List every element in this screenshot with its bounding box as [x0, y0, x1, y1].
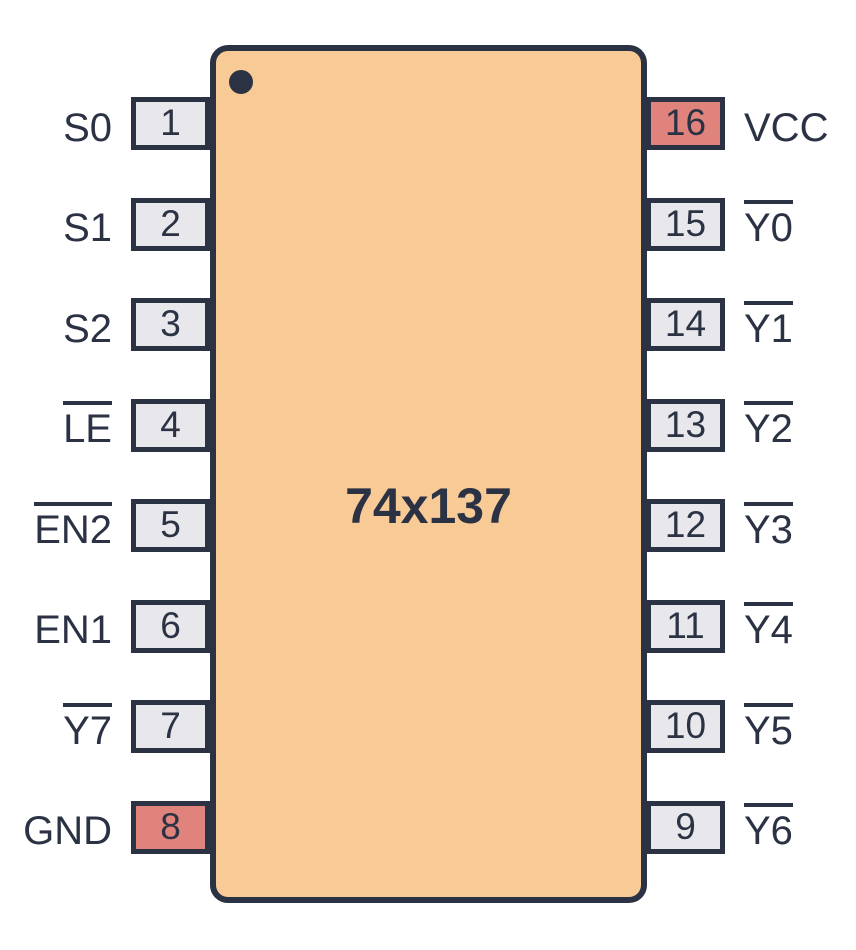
pin-label-en1: EN1	[34, 608, 112, 653]
pin-box-3: 3	[131, 298, 210, 352]
pin-number-7: 7	[160, 705, 181, 747]
pin-box-10: 10	[646, 700, 725, 754]
pin-box-13: 13	[646, 398, 725, 452]
pin-row-14: 14 Y1	[646, 298, 856, 352]
pin-number-3: 3	[160, 303, 181, 345]
pin-label-y4: Y4	[744, 602, 793, 650]
pin-box-2: 2	[131, 197, 210, 251]
pin-row-7: Y7 7	[0, 700, 210, 754]
pin-box-15: 15	[646, 197, 725, 251]
pin-number-4: 4	[160, 403, 181, 445]
pin-label-y7: Y7	[63, 702, 112, 751]
pin-row-6: EN1 6	[0, 599, 210, 653]
pin-label-gnd: GND	[23, 809, 112, 854]
chip-body: 74x137	[210, 45, 647, 903]
pin-box-12: 12	[646, 499, 725, 553]
pin-number-15: 15	[664, 202, 707, 244]
pin-box-7: 7	[131, 700, 210, 754]
pin-row-3: S2 3	[0, 298, 210, 352]
pin-box-8: 8	[131, 800, 210, 854]
pin-box-6: 6	[131, 599, 210, 653]
pin-number-16: 16	[664, 102, 707, 143]
pin-number-9: 9	[675, 805, 696, 847]
pin-label-s2: S2	[63, 306, 112, 351]
pin-row-11: 11 Y4	[646, 599, 856, 653]
pin-row-5: EN2 5	[0, 499, 210, 553]
pin-box-9: 9	[646, 800, 725, 854]
pin-row-1: S0 1	[0, 97, 210, 150]
pin-label-s1: S1	[63, 206, 112, 251]
pin-label-y2: Y2	[744, 401, 793, 449]
pin-box-4: 4	[131, 398, 210, 452]
pin-row-4: LE 4	[0, 398, 210, 452]
pin-number-5: 5	[160, 504, 181, 546]
pin-number-2: 2	[160, 202, 181, 244]
pin-box-1: 1	[131, 97, 210, 150]
right-pin-column: 16 VCC 15 Y0 14 Y1 13 Y2 12 Y3 11 Y4 10 Y5 9 Y6	[646, 97, 856, 854]
pin-row-2: S1 2	[0, 197, 210, 251]
pin-label-y6: Y6	[744, 803, 793, 851]
pin-number-12: 12	[664, 504, 707, 546]
pin-label-le: LE	[63, 401, 112, 449]
pin-number-8: 8	[160, 805, 181, 847]
pin-box-5: 5	[131, 499, 210, 553]
pin-row-15: 15 Y0	[646, 197, 856, 251]
pin-row-16: 16 VCC	[646, 97, 856, 150]
pin-number-11: 11	[666, 604, 705, 646]
pin-row-12: 12 Y3	[646, 499, 856, 553]
pin-number-14: 14	[664, 303, 707, 345]
pin-label-en2: EN2	[34, 501, 112, 550]
pin-number-6: 6	[160, 604, 181, 646]
chip-title: 74x137	[345, 478, 512, 534]
pin-row-10: 10 Y5	[646, 700, 856, 754]
pin-number-13: 13	[664, 403, 707, 445]
pin-label-y5: Y5	[744, 702, 793, 751]
pin1-indicator-dot	[229, 70, 253, 94]
pin-number-10: 10	[664, 705, 707, 747]
pin-row-13: 13 Y2	[646, 398, 856, 452]
pin-label-vcc: VCC	[744, 105, 829, 150]
pin-label-s0: S0	[63, 105, 112, 150]
pin-row-9: 9 Y6	[646, 800, 856, 854]
pin-box-16: 16	[646, 97, 725, 150]
pin-box-14: 14	[646, 298, 725, 352]
pin-number-1: 1	[160, 102, 181, 143]
pin-box-11: 11	[646, 599, 725, 653]
pin-label-y1: Y1	[744, 300, 793, 349]
pin-label-y0: Y0	[744, 200, 793, 248]
pin-row-8: GND 8	[0, 800, 210, 854]
pin-label-y3: Y3	[744, 501, 793, 550]
